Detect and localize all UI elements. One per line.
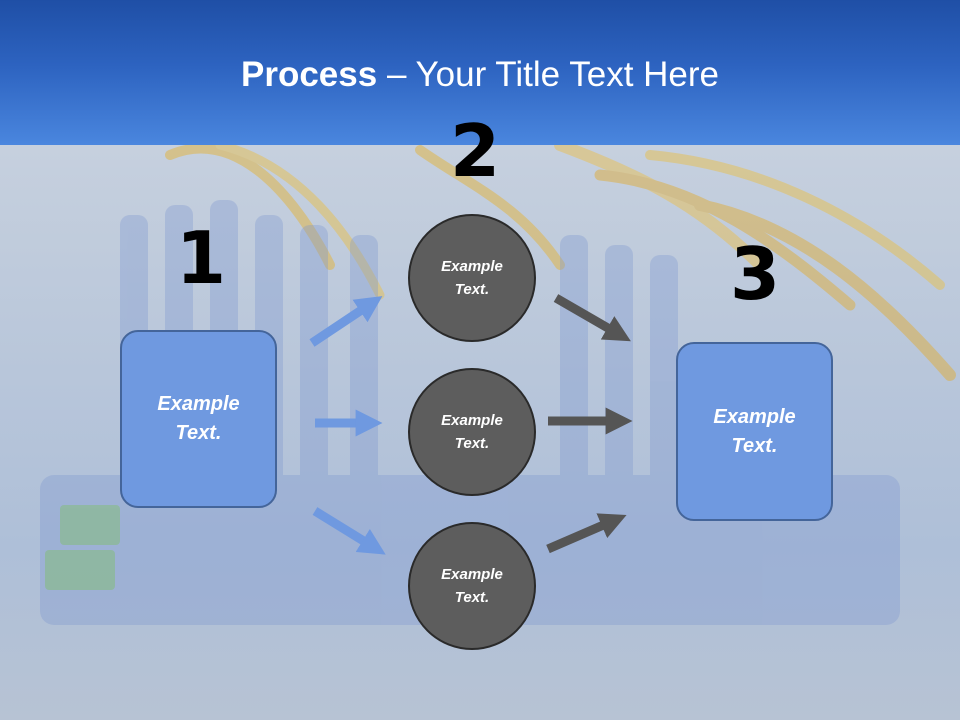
circle-bottom-line2: Text. xyxy=(454,589,490,606)
arrow-start-to-top xyxy=(309,296,383,347)
circle-top-line1: Example xyxy=(441,258,503,275)
title-rest: – Your Title Text Here xyxy=(377,55,719,94)
end-box-line1: Example xyxy=(713,405,796,428)
title-banner: Process – Your Title Text Here xyxy=(0,0,960,145)
start-box-line1: Example xyxy=(157,393,240,415)
circle-middle-line1: Example xyxy=(441,412,503,429)
start-box-line2: Text. xyxy=(175,422,222,444)
arrow-top-to-end xyxy=(553,294,631,342)
circle-top-line2: Text. xyxy=(454,281,490,298)
circle-middle-line2: Text. xyxy=(454,435,490,452)
circle-bottom-line1: Example xyxy=(441,566,503,583)
arrow-bottom-to-end xyxy=(546,513,627,554)
slide-title: Process – Your Title Text Here xyxy=(0,55,960,95)
step-number-1: 1 xyxy=(176,216,227,300)
title-bold: Process xyxy=(241,55,378,94)
step-number-3: 3 xyxy=(730,232,781,316)
arrow-start-to-bottom xyxy=(312,507,386,555)
end-box-line2: Text. xyxy=(731,434,778,457)
step-number-2: 2 xyxy=(450,109,501,193)
